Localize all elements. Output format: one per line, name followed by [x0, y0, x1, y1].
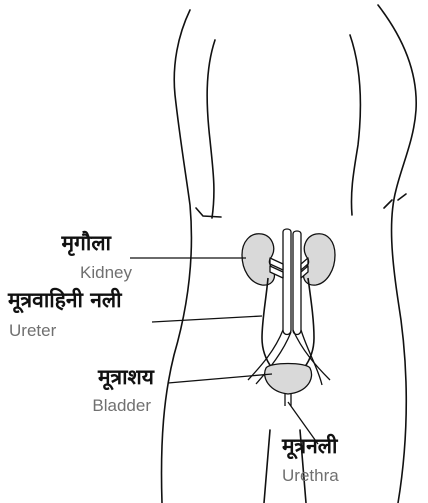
vena-cava-shape: [293, 231, 301, 335]
urethra-label-hindi: मूत्रनली: [282, 436, 337, 457]
aorta-shape: [283, 229, 291, 335]
ureter-label-hindi: मूत्रवाहिनी नली: [8, 290, 122, 311]
bladder-label-english: Bladder: [92, 397, 151, 414]
bladder-leader: [168, 374, 272, 383]
kidney-label-english: Kidney: [80, 264, 132, 281]
kidney-label-hindi: मृगौला: [62, 233, 112, 254]
right-ureter-shape: [304, 278, 314, 368]
urinary-organs: [242, 229, 335, 406]
ureter-label-english: Ureter: [9, 322, 56, 339]
left-ureter-shape: [262, 278, 272, 368]
ureter-leader: [152, 316, 262, 322]
bladder-label-hindi: मूत्राशय: [98, 367, 154, 388]
urethra-label-english: Urethra: [282, 467, 339, 484]
bladder-shape: [265, 364, 312, 395]
